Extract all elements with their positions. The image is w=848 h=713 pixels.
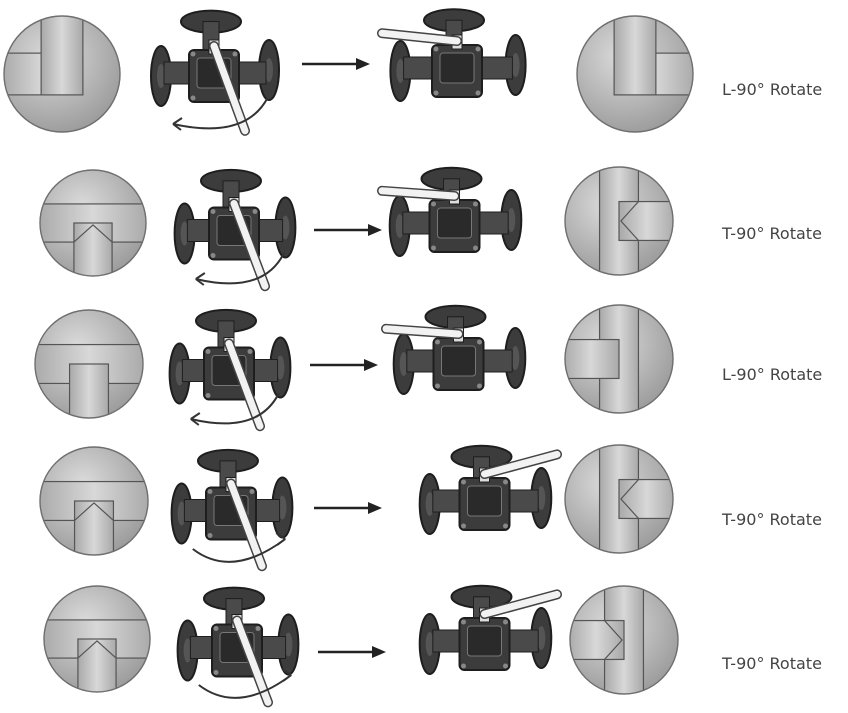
flow-arrow-icon: [314, 502, 382, 514]
valve-after: [418, 444, 562, 535]
rotation-label: T-90° Rotate: [722, 654, 822, 673]
ball-after: [569, 585, 679, 695]
valve-before: [168, 308, 292, 432]
ball-before: [3, 15, 121, 133]
ball-after: [564, 304, 674, 414]
rotation-row-2: T-90° Rotate: [0, 160, 848, 300]
flow-arrow-icon: [314, 224, 382, 236]
ball-after: [564, 166, 674, 276]
flow-arrow-icon: [318, 646, 386, 658]
valve-after: [377, 8, 527, 102]
valve-before: [170, 448, 294, 572]
flow-arrow-icon: [310, 359, 378, 371]
rotation-row-1: L-90° Rotate: [0, 2, 848, 142]
flow-arrow-icon: [302, 58, 370, 70]
ball-before: [39, 169, 147, 277]
ball-before: [34, 309, 144, 419]
rotation-label: L-90° Rotate: [722, 80, 823, 99]
valve-before: [176, 586, 300, 708]
valve-before: [150, 9, 280, 136]
valve-after: [418, 584, 562, 675]
ball-before: [43, 585, 151, 693]
rotation-row-4: T-90° Rotate: [0, 440, 848, 580]
rotation-label: L-90° Rotate: [722, 365, 823, 384]
valve-before: [173, 168, 297, 292]
rotation-label: T-90° Rotate: [722, 224, 822, 243]
rotation-label: T-90° Rotate: [722, 510, 822, 529]
ball-after: [576, 15, 694, 133]
ball-before: [39, 446, 149, 556]
valve-after: [377, 166, 523, 257]
valve-after: [381, 304, 527, 395]
ball-after: [564, 444, 674, 554]
rotation-row-3: L-90° Rotate: [0, 300, 848, 440]
rotation-row-5: T-90° Rotate: [0, 578, 848, 713]
